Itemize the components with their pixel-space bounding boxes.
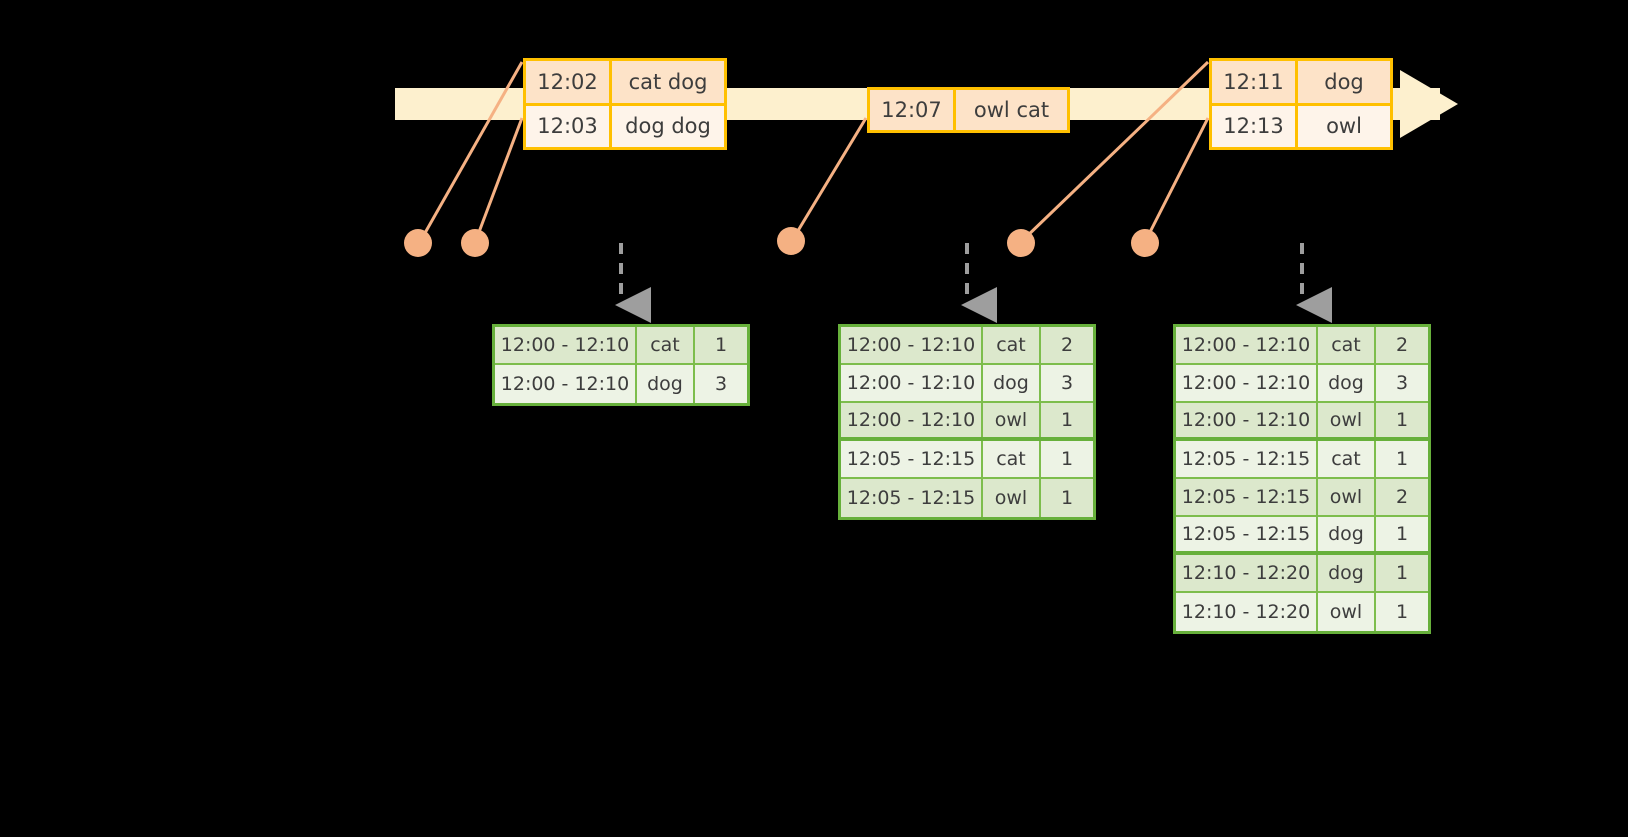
window-cell: 12:05 - 12:15 (1176, 479, 1318, 515)
key-cell: dog (1318, 517, 1376, 551)
table-row[interactable]: 12:05 - 12:15 owl 2 (1176, 479, 1428, 517)
key-cell: owl (983, 479, 1041, 517)
count-cell: 1 (1395, 601, 1409, 623)
result-table-2[interactable]: 12:00 - 12:10 cat 2 12:00 - 12:10 dog 3 … (838, 324, 1096, 520)
event-row[interactable]: 12:03 dog dog (526, 102, 724, 147)
key-cell: dog (1318, 555, 1376, 591)
count-cell: 3 (714, 373, 728, 395)
count-cell: 1 (1060, 487, 1074, 509)
connector-line-3 (791, 117, 868, 240)
count-cell: 2 (1060, 334, 1074, 356)
count-cell: 3 (1060, 372, 1074, 394)
table-row[interactable]: 12:10 - 12:20 dog 1 (1176, 555, 1428, 593)
connector-line-1 (419, 61, 524, 241)
event-time: 12:11 (1212, 61, 1298, 103)
event-dot-1 (404, 229, 432, 257)
event-payload: cat dog (628, 69, 708, 94)
event-time: 12:07 (870, 90, 956, 130)
window-cell: 12:00 - 12:10 (841, 327, 983, 363)
table-row[interactable]: 12:05 - 12:15 dog 1 (1176, 517, 1428, 555)
window-cell: 12:10 - 12:20 (1176, 593, 1318, 631)
window-cell: 12:05 - 12:15 (841, 479, 983, 517)
event-row[interactable]: 12:02 cat dog (526, 61, 724, 103)
key-cell: cat (1318, 441, 1376, 477)
count-cell: 2 (1395, 486, 1409, 508)
window-cell: 12:00 - 12:10 (841, 403, 983, 437)
window-cell: 12:10 - 12:20 (1176, 555, 1318, 591)
table-row[interactable]: 12:00 - 12:10 owl 1 (841, 403, 1093, 441)
event-payload: dog (1324, 69, 1364, 94)
key-cell: cat (983, 441, 1041, 477)
window-cell: 12:00 - 12:10 (1176, 403, 1318, 437)
event-dot-4 (1007, 229, 1035, 257)
event-payload: owl cat (973, 98, 1050, 122)
table-row[interactable]: 12:05 - 12:15 owl 1 (841, 479, 1093, 517)
table-row[interactable]: 12:00 - 12:10 cat 1 (495, 327, 747, 365)
table-row[interactable]: 12:00 - 12:10 dog 3 (841, 365, 1093, 403)
flow-arrows (615, 243, 1332, 323)
window-cell: 12:00 - 12:10 (495, 365, 637, 403)
key-cell: dog (983, 365, 1041, 401)
connector-line-2 (474, 117, 524, 241)
key-cell: cat (983, 327, 1041, 363)
event-row[interactable]: 12:13 owl (1212, 102, 1390, 147)
key-cell: dog (1318, 365, 1376, 401)
table-row[interactable]: 12:00 - 12:10 owl 1 (1176, 403, 1428, 441)
count-cell: 1 (1060, 448, 1074, 470)
event-time: 12:13 (1212, 105, 1298, 147)
key-cell: owl (1318, 593, 1376, 631)
window-cell: 12:05 - 12:15 (1176, 517, 1318, 551)
window-cell: 12:05 - 12:15 (1176, 441, 1318, 477)
key-cell: cat (1318, 327, 1376, 363)
event-time: 12:02 (526, 61, 612, 103)
key-cell: owl (1318, 403, 1376, 437)
event-payload: owl (1326, 114, 1362, 139)
event-dot-3 (777, 227, 805, 255)
key-cell: owl (1318, 479, 1376, 515)
event-dots (404, 227, 1159, 257)
count-cell: 1 (1395, 409, 1409, 431)
event-box-2[interactable]: 12:07 owl cat (867, 87, 1070, 133)
count-cell: 3 (1395, 372, 1409, 394)
count-cell: 1 (1395, 562, 1409, 584)
count-cell: 1 (714, 334, 728, 356)
key-cell: dog (637, 365, 695, 403)
table-row[interactable]: 12:05 - 12:15 cat 1 (1176, 441, 1428, 479)
key-cell: owl (983, 403, 1041, 437)
table-row[interactable]: 12:10 - 12:20 owl 1 (1176, 593, 1428, 631)
table-row[interactable]: 12:00 - 12:10 dog 3 (495, 365, 747, 403)
key-cell: cat (637, 327, 695, 363)
window-cell: 12:00 - 12:10 (1176, 365, 1318, 401)
event-time: 12:03 (526, 105, 612, 147)
window-cell: 12:00 - 12:10 (495, 327, 637, 363)
result-table-1[interactable]: 12:00 - 12:10 cat 1 12:00 - 12:10 dog 3 (492, 324, 750, 406)
event-payload: dog dog (625, 114, 711, 139)
count-cell: 1 (1395, 448, 1409, 470)
event-row[interactable]: 12:11 dog (1212, 61, 1390, 103)
result-table-3[interactable]: 12:00 - 12:10 cat 2 12:00 - 12:10 dog 3 … (1173, 324, 1431, 634)
event-dot-5 (1131, 229, 1159, 257)
event-box-1[interactable]: 12:02 cat dog 12:03 dog dog (523, 58, 727, 150)
event-row[interactable]: 12:07 owl cat (870, 90, 1067, 130)
event-dot-2 (461, 229, 489, 257)
connector-line-5 (1144, 117, 1210, 241)
count-cell: 2 (1395, 334, 1409, 356)
table-row[interactable]: 12:05 - 12:15 cat 1 (841, 441, 1093, 479)
table-row[interactable]: 12:00 - 12:10 cat 2 (1176, 327, 1428, 365)
window-cell: 12:00 - 12:10 (1176, 327, 1318, 363)
table-row[interactable]: 12:00 - 12:10 dog 3 (1176, 365, 1428, 403)
window-cell: 12:00 - 12:10 (841, 365, 983, 401)
table-row[interactable]: 12:00 - 12:10 cat 2 (841, 327, 1093, 365)
count-cell: 1 (1060, 409, 1074, 431)
event-box-3[interactable]: 12:11 dog 12:13 owl (1209, 58, 1393, 150)
window-cell: 12:05 - 12:15 (841, 441, 983, 477)
count-cell: 1 (1395, 523, 1409, 545)
